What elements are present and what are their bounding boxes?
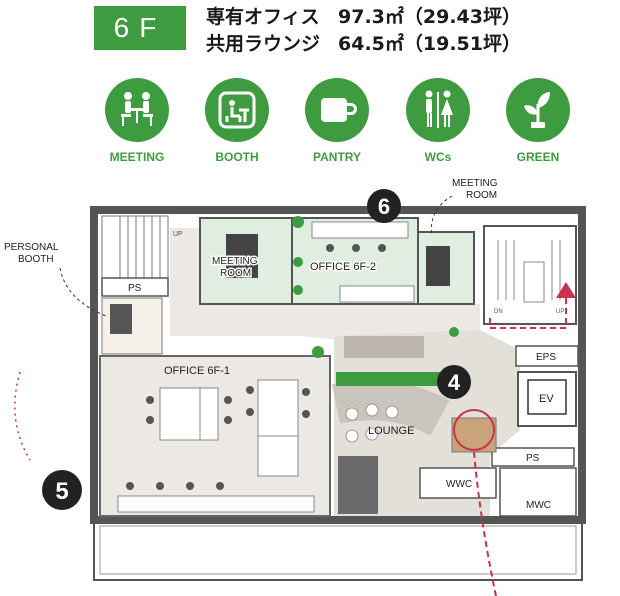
lounge-label: LOUNGE [368,425,414,437]
meeting-table-b [426,246,450,286]
area-value: 64.5㎡（19.51坪） [338,33,521,55]
amenity-label: WCs [424,150,452,164]
area-value: 97.3㎡（29.43坪） [338,6,521,28]
lounge-bench [344,336,424,358]
desks-6f1 [117,379,315,513]
callout-meeting-room-1: MEETING [452,178,498,189]
meeting-room-label-1: MEETING [212,256,258,267]
route-stairs [489,290,567,329]
area-table: 専有オフィス 97.3㎡（29.43坪） 共用ラウンジ 64.5㎡（19.51坪… [206,4,548,58]
marker-4-label: 4 [448,370,461,395]
amenity-green: GREEN [493,78,583,164]
wwc-label: WWC [446,479,472,490]
stair-up-label-2: UP [556,309,564,315]
chairs-6f1 [126,386,310,490]
meeting-icon [105,78,169,142]
route-arrow [556,282,576,298]
stairs-right [483,225,577,325]
route-left [14,371,31,461]
meeting-room-label-2: ROOM [220,268,251,279]
ps-top-label: PS [128,283,142,294]
amenity-meeting: MEETING [92,78,182,164]
pantry-counter [451,417,497,453]
ps-room-bottom [491,447,575,467]
marker-5: 5 [42,470,82,510]
area-name: 共用ラウンジ [206,33,321,55]
planter [336,372,446,386]
marker-6-label: 6 [378,194,390,219]
callout-personal-booth-2: BOOTH [18,254,54,265]
marker-5-label: 5 [55,478,68,505]
callout-personal-booth-1: PERSONAL [4,242,59,253]
area-row-lounge: 共用ラウンジ 64.5㎡（19.51坪） [206,31,548,58]
office-6f1-label: OFFICE 6F-1 [164,365,230,377]
area-row-private: 専有オフィス 97.3㎡（29.43坪） [206,4,548,31]
floor-badge: 6F [94,6,186,50]
ev-label: EV [539,393,554,405]
amenity-label: PANTRY [313,150,361,164]
area-name: 専有オフィス [206,6,320,28]
marker-6: 6 [367,189,401,223]
stair-dn-label: DN [494,309,503,315]
ps-bottom-label: PS [526,453,540,464]
entrance-highlight [453,409,495,451]
eps-label: EPS [536,352,556,363]
office-6f2-label: OFFICE 6F-2 [310,261,376,273]
floor-label: 6F [113,12,167,43]
plants [292,216,459,358]
amenity-label: MEETING [109,150,165,164]
marker-4: 4 [437,365,471,399]
lounge-sofa [338,456,378,514]
amenity-label: GREEN [516,150,560,164]
amenity-wcs: WCs [393,78,483,164]
plant-icon [506,78,570,142]
booth-icon [205,78,269,142]
ps-room-top [101,277,169,297]
meeting-table-a [226,234,258,278]
wwc-room [419,467,497,499]
lounge-counter [331,380,450,436]
route-entrance [473,451,497,596]
wc-icon [406,78,470,142]
stair-up-label: UP [173,231,183,238]
mwc-room [499,467,577,517]
balcony [93,519,583,581]
callout-meeting-room-2: ROOM [466,190,497,201]
mwc-label: MWC [526,500,551,511]
pantry-icon [305,78,369,142]
stairs-left [101,215,169,279]
amenity-pantry: PANTRY [292,78,382,164]
amenity-booth: BOOTH [192,78,282,164]
amenity-label: BOOTH [215,150,259,164]
eps-room [515,345,579,367]
personal-booth [110,304,132,334]
